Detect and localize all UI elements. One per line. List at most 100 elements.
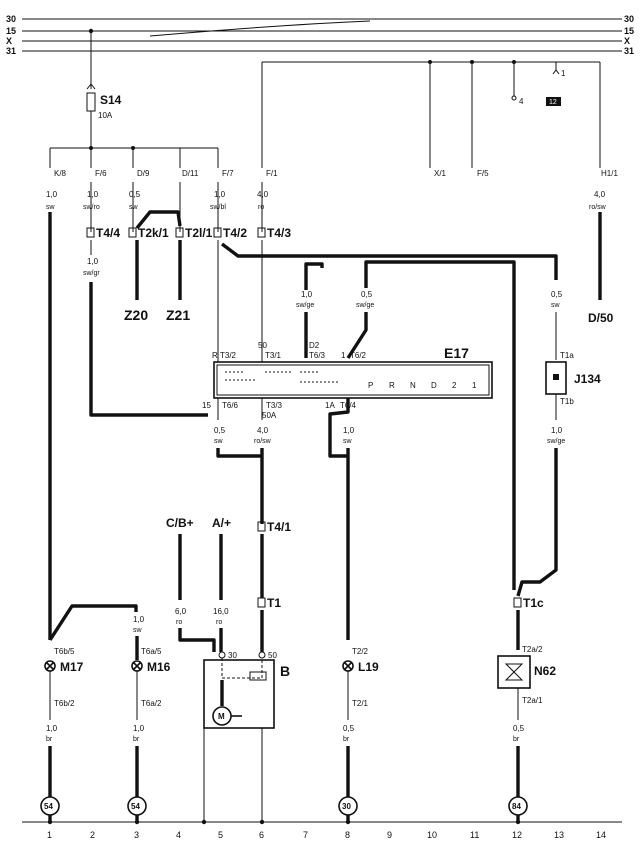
svg-text:sw/ge: sw/ge	[296, 302, 314, 309]
t44-branch: 1,0 sw/gr	[83, 240, 208, 417]
svg-text:sw: sw	[133, 627, 143, 634]
svg-text:T2/2: T2/2	[352, 647, 369, 656]
lamp-m16: 1,0 sw T6a/5 M16 T6a/2 1,0 br	[131, 615, 171, 822]
svg-text:2: 2	[90, 830, 95, 840]
swge-feeds: 1,0 sw/ge 0,5 sw/ge	[296, 260, 516, 590]
conn-k8: K/8	[54, 169, 67, 178]
svg-text:br: br	[513, 736, 520, 743]
svg-text:T2a/2: T2a/2	[522, 645, 543, 654]
svg-text:br: br	[133, 736, 140, 743]
svg-text:T6/6: T6/6	[222, 401, 239, 410]
svg-text:0,5: 0,5	[361, 290, 373, 299]
svg-text:T1c: T1c	[523, 596, 544, 610]
svg-text:12: 12	[512, 830, 522, 840]
ground-30: 30	[342, 802, 351, 811]
svg-text:sw/gr: sw/gr	[83, 270, 100, 277]
bottom-bus	[22, 819, 622, 825]
svg-text:br: br	[46, 736, 53, 743]
power-rails: 30 15 X 31 30 15 X 31	[6, 14, 634, 56]
ground-points: 54 54 30 84	[40, 796, 528, 816]
m17-label: M17	[60, 660, 84, 674]
svg-text:T6/2: T6/2	[350, 351, 367, 360]
t42-branch: 0,5 sw	[217, 240, 563, 362]
relay-position-box	[546, 97, 561, 106]
ground-54b: 54	[131, 802, 140, 811]
svg-text:1,0: 1,0	[551, 426, 563, 435]
conn-f6: F/6	[95, 169, 107, 178]
m16-label: M16	[147, 660, 171, 674]
svg-text:4: 4	[176, 830, 181, 840]
pin-4-label: 4	[519, 97, 524, 106]
svg-text:1,0: 1,0	[87, 190, 99, 199]
fuse-icon	[86, 92, 96, 112]
connector-icon	[86, 83, 96, 90]
rail-label-right-15: 15	[624, 26, 634, 36]
fuse-label: S14	[100, 93, 122, 107]
svg-text:1,0: 1,0	[133, 724, 145, 733]
svg-text:6,0: 6,0	[175, 607, 187, 616]
ground-84: 84	[512, 802, 521, 811]
svg-text:sw: sw	[129, 204, 139, 211]
connector-labels: K/8 F/6 D/9 D/11 F/7 F/1 X/1 F/5 H1/1	[54, 169, 618, 178]
conn-d9: D/9	[137, 169, 150, 178]
svg-text:50A: 50A	[262, 411, 277, 420]
svg-text:1A: 1A	[325, 401, 335, 410]
svg-text:0,5: 0,5	[513, 724, 525, 733]
cb-label: C/B+	[166, 516, 194, 530]
fuse-s14: S14 10A	[86, 28, 122, 148]
svg-text:sw/ge: sw/ge	[547, 438, 565, 445]
svg-text:1,0: 1,0	[87, 257, 99, 266]
svg-text:T6/3: T6/3	[309, 351, 326, 360]
conn-x1: X/1	[434, 169, 447, 178]
grid-numbers: 1 2 3 4 5 6 7 8 9 10 11 12 13 14	[47, 830, 606, 840]
svg-text:T4/4: T4/4	[96, 226, 120, 240]
a-label: A/+	[212, 516, 231, 530]
e17-outputs: 0,5 sw 4,0 ro/sw 1,0 sw	[214, 398, 355, 640]
svg-text:D2: D2	[309, 341, 320, 350]
svg-text:1: 1	[341, 351, 346, 360]
svg-text:T3/3: T3/3	[266, 401, 283, 410]
svg-text:T4/1: T4/1	[267, 520, 291, 534]
pin-icon	[511, 95, 517, 101]
svg-text:R: R	[389, 381, 395, 390]
connector-icon	[552, 69, 560, 75]
z21-label: Z21	[166, 307, 190, 323]
svg-text:16,0: 16,0	[213, 607, 229, 616]
svg-text:4,0: 4,0	[257, 426, 269, 435]
svg-text:1,0: 1,0	[301, 290, 313, 299]
svg-text:3: 3	[134, 830, 139, 840]
svg-text:sw/ge: sw/ge	[356, 302, 374, 309]
starter-b: 30 50 B M	[203, 651, 290, 822]
svg-text:2: 2	[452, 381, 457, 390]
svg-text:0,5: 0,5	[343, 724, 355, 733]
svg-text:1: 1	[472, 381, 477, 390]
valve-n62: T1c T2a/2 N62 T2a/1 0,5 br	[497, 596, 556, 822]
rail-label-right-30: 30	[624, 14, 634, 24]
n62-label: N62	[534, 664, 556, 678]
rail-jumper	[149, 20, 371, 37]
svg-text:14: 14	[596, 830, 606, 840]
svg-text:br: br	[343, 736, 350, 743]
fuse-rating: 10A	[98, 111, 113, 120]
svg-text:sw: sw	[46, 204, 56, 211]
conn-d11: D/11	[182, 169, 199, 178]
svg-text:1,0: 1,0	[46, 190, 58, 199]
svg-text:50: 50	[258, 341, 267, 350]
svg-text:7: 7	[303, 830, 308, 840]
wire-labels-top: 1,0 sw 1,0 sw/ro 0,5 sw 1,0 sw/bl 4,0 ro…	[46, 190, 607, 211]
rail-label-left-30: 30	[6, 14, 16, 24]
svg-text:T1a: T1a	[560, 351, 574, 360]
z20-label: Z20	[124, 307, 148, 323]
lamp-m17: T6b/5 M17 T6b/2 1,0 br	[44, 604, 138, 822]
svg-text:P: P	[368, 381, 373, 390]
valve-icon	[504, 663, 524, 681]
j134-relay: T1a J134 T1b 1,0 sw/ge	[516, 351, 601, 597]
e17-selector-switch: E17 R T3/2 50 T3/1 D2 T6/3 1 T6/2 15 T6/…	[202, 341, 493, 420]
svg-text:T4/2: T4/2	[223, 226, 247, 240]
heater-wires: Z20 Z21	[124, 210, 190, 323]
svg-text:ro: ro	[176, 619, 182, 626]
terminal-row: T4/4 T2k/1 T2l/1 T4/2 T4/3	[86, 226, 291, 240]
svg-text:ro/sw: ro/sw	[254, 438, 272, 445]
svg-text:T2/1: T2/1	[352, 699, 369, 708]
